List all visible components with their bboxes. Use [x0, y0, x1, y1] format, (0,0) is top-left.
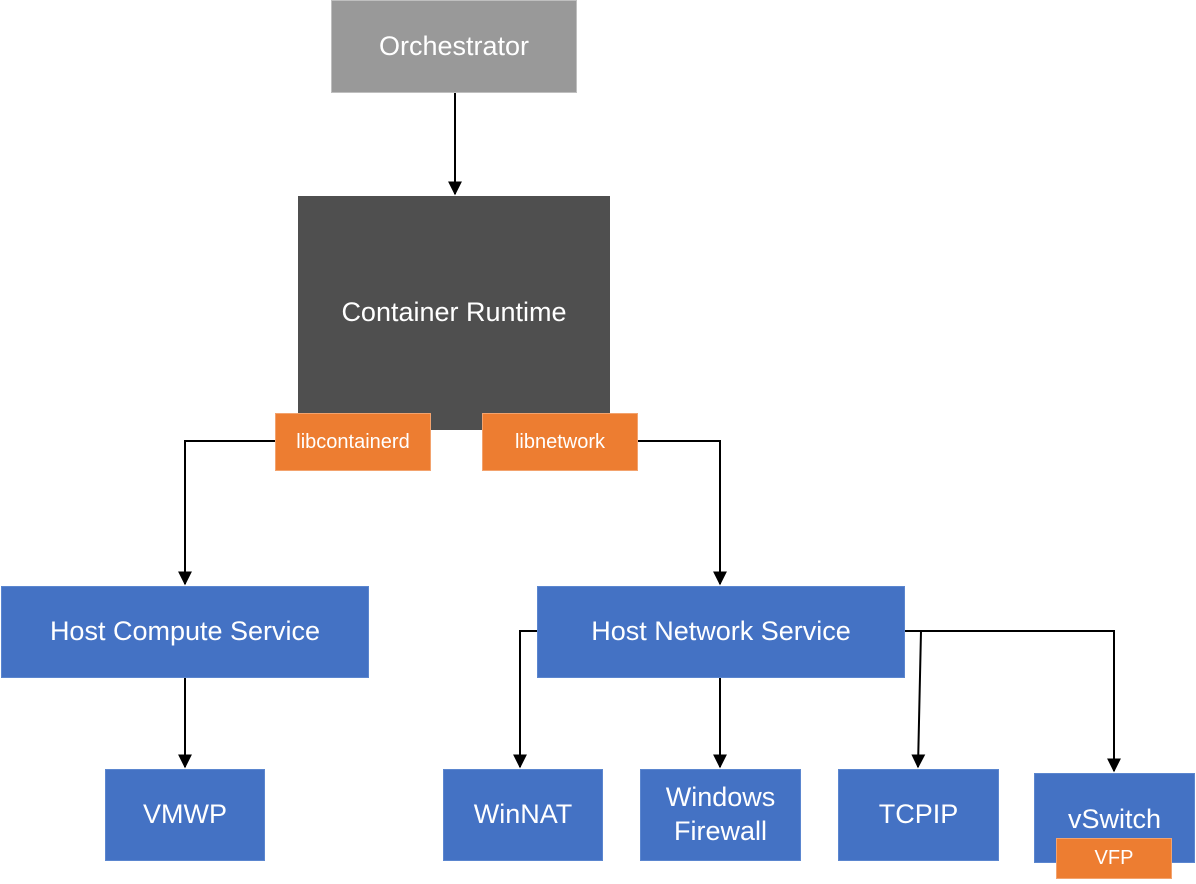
- libcontainerd-box: libcontainerd: [275, 413, 431, 471]
- winnat-box: WinNAT: [443, 769, 603, 861]
- arrow-libcontainerd-to-hcs: [178, 440, 275, 586]
- host-compute-service-box: Host Compute Service: [1, 586, 369, 678]
- arrow-hns-to-vswitch: [921, 630, 1121, 773]
- container-runtime-box: Container Runtime: [298, 196, 610, 430]
- host-network-service-box: Host Network Service: [537, 586, 905, 678]
- windows-firewall-box: Windows Firewall: [640, 769, 801, 861]
- arrow-libnetwork-to-hns: [638, 440, 727, 586]
- orchestrator-box: Orchestrator: [331, 0, 577, 93]
- vmwp-box: VMWP: [105, 769, 265, 861]
- arrow-hns-to-tcpip: [905, 630, 926, 769]
- vswitch-label: vSwitch: [1067, 804, 1162, 834]
- tcpip-box: TCPIP: [838, 769, 999, 861]
- libnetwork-box: libnetwork: [482, 413, 638, 471]
- arrow-hns-to-winnat: [513, 630, 537, 769]
- vfp-box: VFP: [1056, 838, 1172, 879]
